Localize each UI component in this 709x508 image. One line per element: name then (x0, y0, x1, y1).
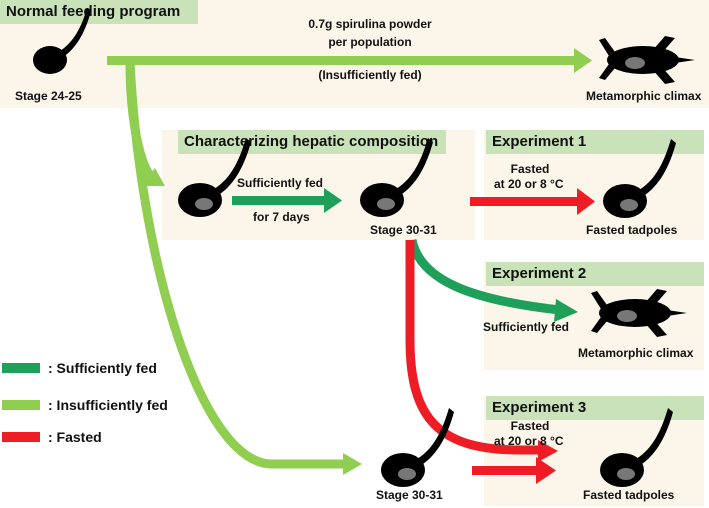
insufficiently-fed-paren: (Insufficiently fed) (318, 68, 422, 82)
sufficient-arrow-exp2 (407, 238, 578, 322)
stage-24-25-label: Stage 24-25 (15, 89, 82, 103)
tadpole-stage-24-25-icon (33, 8, 91, 74)
frog-metamorphic-exp2-icon (591, 289, 687, 337)
fasted-exp1-label: Fasted (510, 162, 550, 176)
fasted-temp-exp3-label: at 20 or 8 °C (494, 434, 564, 448)
legend-insufficient-label: : Insufficiently fed (48, 397, 168, 413)
legend-swatch-insufficient (2, 400, 40, 410)
stage-30-31-bottom-label: Stage 30-31 (376, 488, 443, 502)
metamorphic-climax-exp2-label: Metamorphic climax (578, 346, 694, 360)
legend-swatch-fasted (2, 432, 40, 442)
tadpole-stage-30-31-icon (360, 138, 433, 217)
insufficient-arrow-top (107, 48, 592, 73)
tadpole-fasted-exp1-icon (603, 139, 676, 218)
sufficiently-fed-label: Sufficiently fed (237, 176, 324, 190)
legend-swatch-sufficient (2, 363, 40, 373)
spirulina-line-1: 0.7g spirulina powder (308, 17, 432, 31)
for-7-days-label: for 7 days (253, 210, 310, 224)
metamorphic-climax-top-label: Metamorphic climax (586, 89, 702, 103)
insufficient-arrow-to-bottom (125, 61, 362, 475)
sufficiently-fed-exp2-label: Sufficiently fed (483, 320, 570, 334)
legend-sufficient-label: : Sufficiently fed (48, 360, 157, 376)
fasted-exp3-label: Fasted (510, 419, 550, 433)
frog-metamorphic-top-icon (599, 36, 695, 84)
spirulina-line-2: per population (328, 35, 412, 49)
fasted-tadpoles-exp1-label: Fasted tadpoles (586, 223, 678, 237)
tadpole-fasted-exp3-icon (600, 408, 673, 487)
fasted-temp-exp1-label: at 20 or 8 °C (494, 177, 564, 191)
fasted-arrow-exp1 (470, 188, 595, 215)
fasted-tadpoles-exp3-label: Fasted tadpoles (583, 488, 675, 502)
fasted-arrow-exp3 (405, 240, 558, 484)
sufficient-arrow-7days (232, 188, 342, 213)
stage-30-31-mid-label: Stage 30-31 (370, 223, 437, 237)
normal-feeding-header: Normal feeding program (0, 0, 198, 24)
legend-fasted-label: : Fasted (48, 429, 102, 445)
tadpole-stage-30-31-bottom-icon (381, 408, 454, 487)
exp2-header: Experiment 2 (486, 262, 704, 286)
